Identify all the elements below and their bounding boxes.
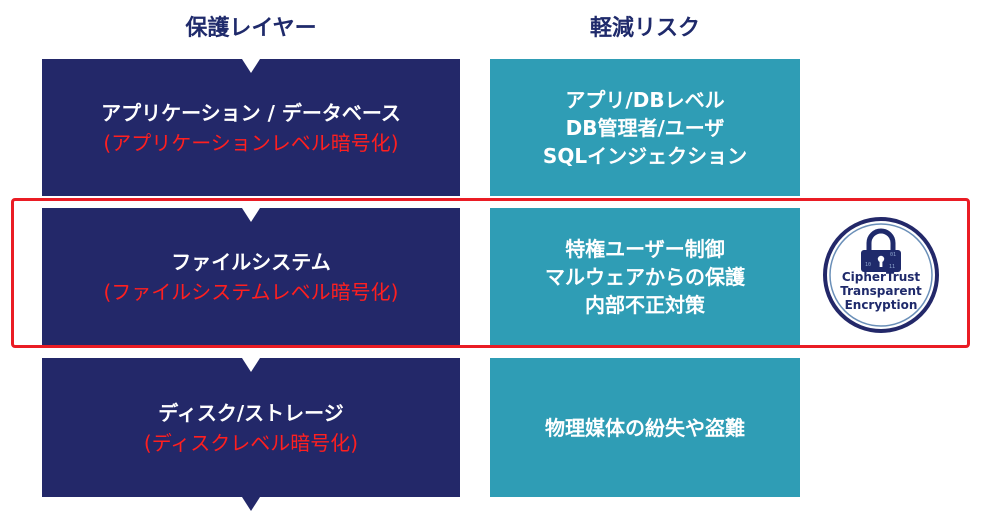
risks-header: 軽減リスク (589, 16, 700, 41)
svg-text:11: 11 (889, 264, 895, 270)
layer-encryption: (ディスクレベル暗号化) (143, 430, 359, 455)
risk-box-disk: 物理媒体の紛失や盗難 (490, 358, 800, 497)
layer-name: ディスク/ストレージ (158, 400, 344, 425)
risk-line: SQLインジェクション (542, 143, 748, 168)
risk-line: アプリ/DBレベル (565, 87, 725, 112)
ciphertrust-badge: 10 01 11 (823, 217, 939, 333)
layer-box-application: アプリケーション / データベース (アプリケーションレベル暗号化) (42, 59, 460, 196)
risk-box-application: アプリ/DBレベル DB管理者/ユーザ SQLインジェクション (490, 59, 800, 196)
flow-arrow-icon (242, 358, 260, 372)
layer-encryption: (アプリケーションレベル暗号化) (103, 130, 399, 155)
risk-line: マルウェアからの保護 (545, 264, 745, 289)
layer-box-disk: ディスク/ストレージ (ディスクレベル暗号化) (42, 358, 460, 497)
flow-arrow-icon (242, 497, 260, 511)
risk-line: DB管理者/ユーザ (565, 115, 725, 140)
lock-icon: 10 01 11 (861, 228, 901, 272)
flow-arrow-icon (242, 59, 260, 73)
risk-line: 内部不正対策 (585, 292, 705, 317)
svg-text:01: 01 (890, 252, 896, 258)
filesystem-highlight-frame (11, 198, 970, 348)
risk-line: 物理媒体の紛失や盗難 (545, 415, 745, 440)
layer-encryption: (ファイルシステムレベル暗号化) (103, 279, 399, 304)
layer-box-filesystem: ファイルシステム (ファイルシステムレベル暗号化) (42, 208, 460, 345)
flow-arrow-icon (242, 208, 260, 222)
layer-name: ファイルシステム (171, 249, 331, 274)
risk-line: 特権ユーザー制御 (565, 236, 725, 261)
layers-header: 保護レイヤー (185, 16, 317, 41)
risk-box-filesystem: 特権ユーザー制御 マルウェアからの保護 内部不正対策 (490, 208, 800, 345)
layer-name: アプリケーション / データベース (101, 100, 401, 125)
badge-label: CipherTrust Transparent Encryption (840, 270, 922, 312)
svg-text:10: 10 (865, 262, 871, 268)
